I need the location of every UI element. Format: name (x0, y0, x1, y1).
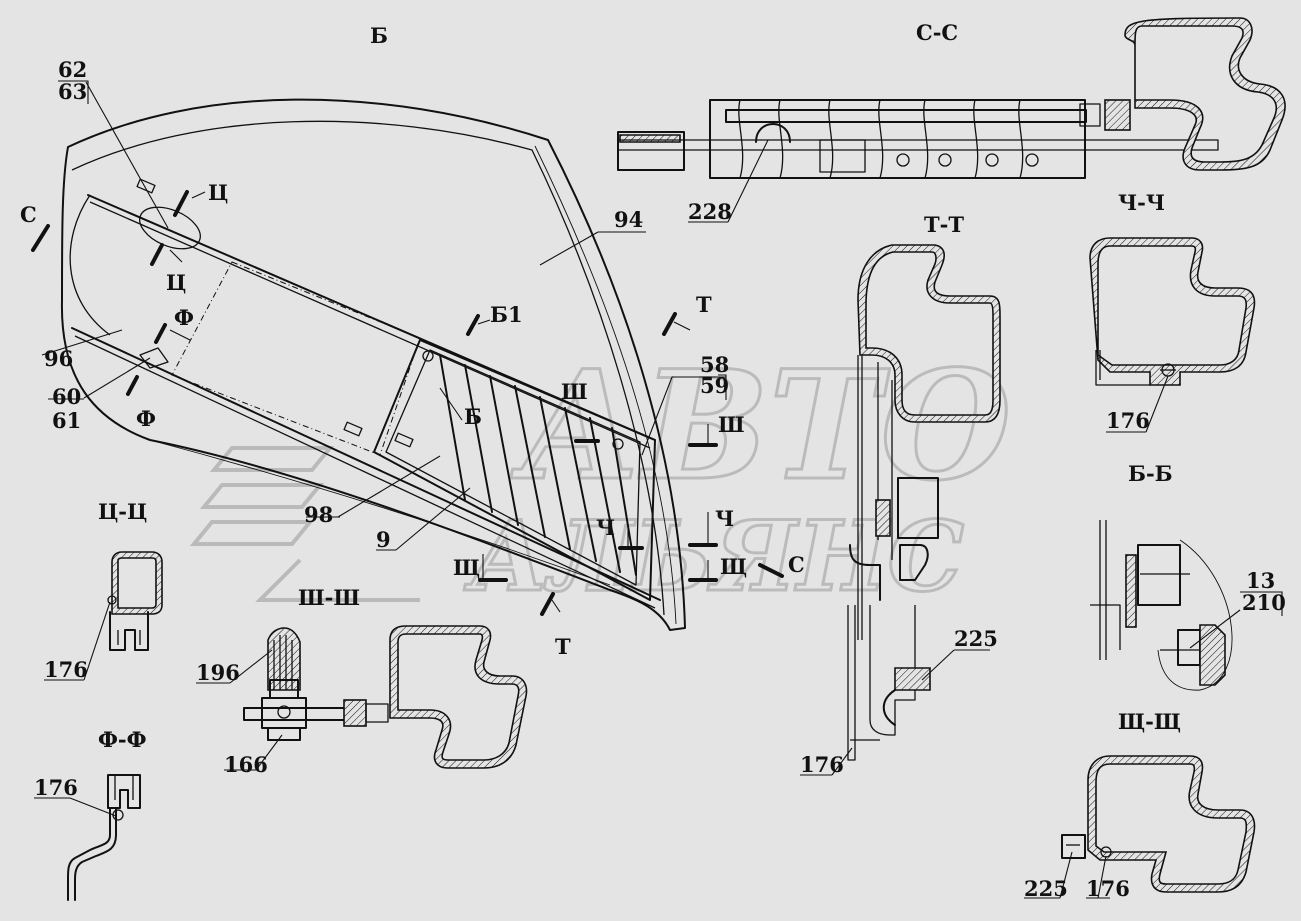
section-tsts (107, 551, 163, 651)
slot-2 (343, 421, 363, 437)
part-166: 166 (224, 752, 268, 777)
section-chch (1089, 237, 1256, 386)
cut-label-b: Б (464, 404, 482, 429)
cut-label-ch-right: Ч (715, 506, 734, 531)
section-tt (847, 244, 1001, 761)
lower-rail (71, 327, 661, 601)
window-arch-shadow (534, 145, 677, 625)
cut-label-b1: Б1 (490, 302, 523, 327)
part-176-tt: 176 (800, 752, 844, 777)
part-96: 96 (44, 346, 73, 371)
view-title-main: Б (370, 23, 388, 48)
view-title-chch: Ч-Ч (1118, 190, 1165, 215)
cut-label-sh-right: Ш (718, 412, 745, 437)
part-61: 61 (52, 408, 81, 433)
cut-label-t-bottom: Т (555, 634, 571, 659)
section-shchshch (1061, 755, 1256, 893)
window-arch-inner (69, 194, 111, 336)
view-main (60, 98, 686, 631)
sliding-sash (171, 261, 421, 456)
bottom-edge (149, 439, 611, 586)
part-9: 9 (376, 527, 391, 552)
cut-label-f-bottom: Ф (136, 406, 156, 431)
cut-label-ts-bottom: Ц (166, 270, 186, 295)
cut-label-c-left: С (20, 202, 37, 227)
part-94: 94 (614, 207, 643, 232)
section-bb (1090, 520, 1233, 691)
slot-1 (136, 178, 156, 194)
watermark-line1: АВТО (510, 338, 1011, 514)
part-210: 210 (1242, 590, 1286, 615)
cut-label-ch-left: Ч (596, 515, 615, 540)
view-title-ff: Ф-Ф (98, 727, 147, 752)
part-62: 62 (58, 57, 87, 82)
section-ff (67, 774, 141, 901)
view-title-cc: С-С (916, 20, 958, 45)
section-cc (617, 17, 1286, 179)
upper-rail-2 (89, 201, 651, 449)
leaders-main (41, 80, 727, 551)
part-98: 98 (304, 502, 333, 527)
cut-label-t-top: Т (696, 292, 712, 317)
part-176-tsts: 176 (44, 657, 88, 682)
part-13: 13 (1246, 568, 1275, 593)
cut-label-shch-left: Щ (453, 555, 480, 580)
part-60: 60 (52, 384, 81, 409)
view-title-tsts: Ц-Ц (98, 499, 147, 524)
cut-markers (31, 190, 784, 616)
louvre-grille (373, 339, 656, 601)
part-225-shchshch: 225 (1024, 876, 1068, 901)
window-frame-inner (71, 120, 665, 616)
watermark-logo-icon (189, 446, 420, 602)
view-title-bb: Б-Б (1128, 461, 1173, 486)
cut-label-shch-right: Щ (720, 554, 747, 579)
cut-label-ts-top: Ц (208, 180, 228, 205)
part-228: 228 (688, 199, 732, 224)
part-225-tt: 225 (954, 626, 998, 651)
section-shsh (243, 625, 528, 769)
leaders-sections (34, 139, 1283, 899)
part-196: 196 (196, 660, 240, 685)
part-58: 58 (700, 352, 729, 377)
cut-label-sh-left: Ш (561, 379, 588, 404)
view-title-shsh: Ш-Ш (298, 585, 360, 610)
view-title-tt: Т-Т (924, 212, 964, 237)
cut-label-c-right: С (788, 552, 805, 577)
slot-3 (394, 432, 414, 448)
part-176-chch: 176 (1106, 408, 1150, 433)
lower-rail-2 (74, 335, 656, 609)
part-176-shchshch: 176 (1086, 876, 1130, 901)
latch-60 (139, 347, 169, 369)
cut-label-f-top: Ф (174, 305, 194, 330)
watermark: АВТО АЛЬЯНС (189, 337, 1013, 615)
part-63: 63 (58, 79, 87, 104)
window-frame-outer (60, 98, 686, 631)
view-title-shchshch: Щ-Щ (1118, 709, 1181, 734)
part-176-ff: 176 (34, 775, 78, 800)
part-59: 59 (700, 373, 729, 398)
